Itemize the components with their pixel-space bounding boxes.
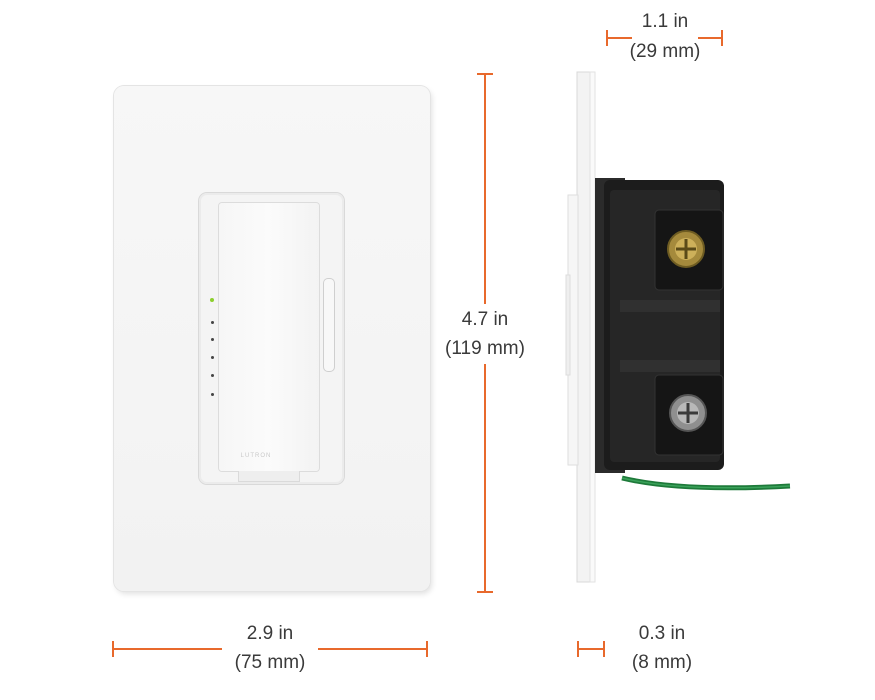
height-label-in: 4.7 in: [461, 309, 509, 330]
depth-total-label-mm: (29 mm): [629, 41, 701, 62]
dimension-tick: [577, 641, 579, 657]
height-label-mm: (119 mm): [445, 338, 525, 359]
label-mask: [440, 304, 532, 364]
plate-depth-label-mm: (8 mm): [631, 652, 693, 673]
depth-total-label-in: 1.1 in: [641, 11, 689, 32]
rocker-base: [238, 471, 300, 482]
brand-logo: LUTRON: [240, 453, 272, 459]
dimension-tick: [426, 641, 428, 657]
led-indicator: [211, 338, 214, 341]
dimension-line-plate-depth: [577, 648, 605, 650]
dimension-tick: [112, 641, 114, 657]
led-indicator-on: [210, 298, 214, 302]
dimmer-rocker: [219, 203, 319, 471]
side-view-device: [565, 71, 791, 583]
dimension-tick: [477, 591, 493, 593]
dimmer-slider: [324, 279, 334, 371]
plate-depth-label-in: 0.3 in: [638, 623, 686, 644]
label-mask: [632, 24, 698, 66]
dimension-tick: [721, 30, 723, 46]
width-label-in: 2.9 in: [246, 623, 294, 644]
dimension-tick: [606, 30, 608, 46]
led-indicator: [211, 321, 214, 324]
dimension-tick: [477, 73, 493, 75]
led-indicator: [211, 393, 214, 396]
dimension-tick: [603, 641, 605, 657]
led-indicator: [211, 374, 214, 377]
width-label-mm: (75 mm): [234, 652, 306, 673]
label-mask: [222, 620, 318, 678]
led-indicator: [211, 356, 214, 359]
